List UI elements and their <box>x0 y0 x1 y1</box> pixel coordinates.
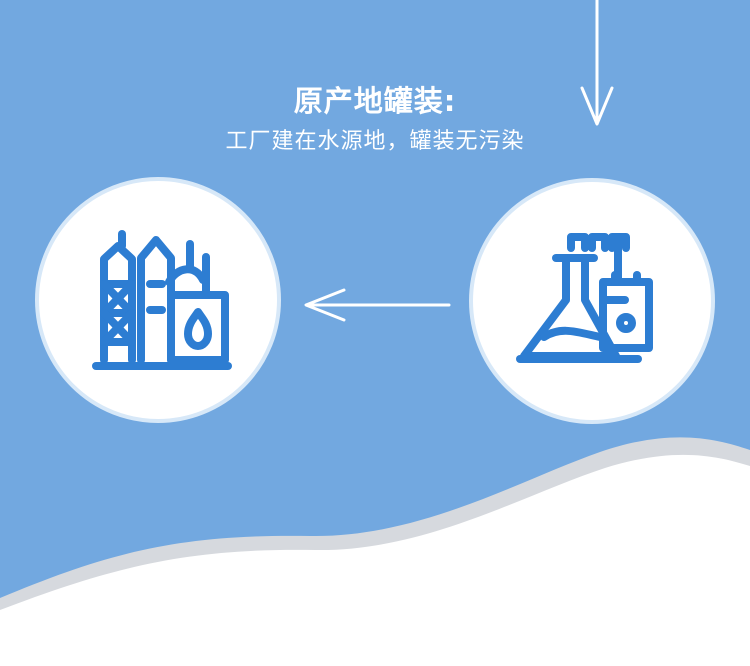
down-arrow <box>580 0 614 126</box>
page-title: 原产地罐装: <box>293 84 457 118</box>
page-subtitle: 工厂建在水源地，罐装无污染 <box>225 129 525 154</box>
left-arrow <box>304 288 451 322</box>
white-wave <box>0 454 750 666</box>
factory-circle <box>35 177 281 423</box>
flask-circle <box>469 178 715 424</box>
factory-icon <box>92 230 232 370</box>
laboratory-flask-icon <box>516 233 653 363</box>
